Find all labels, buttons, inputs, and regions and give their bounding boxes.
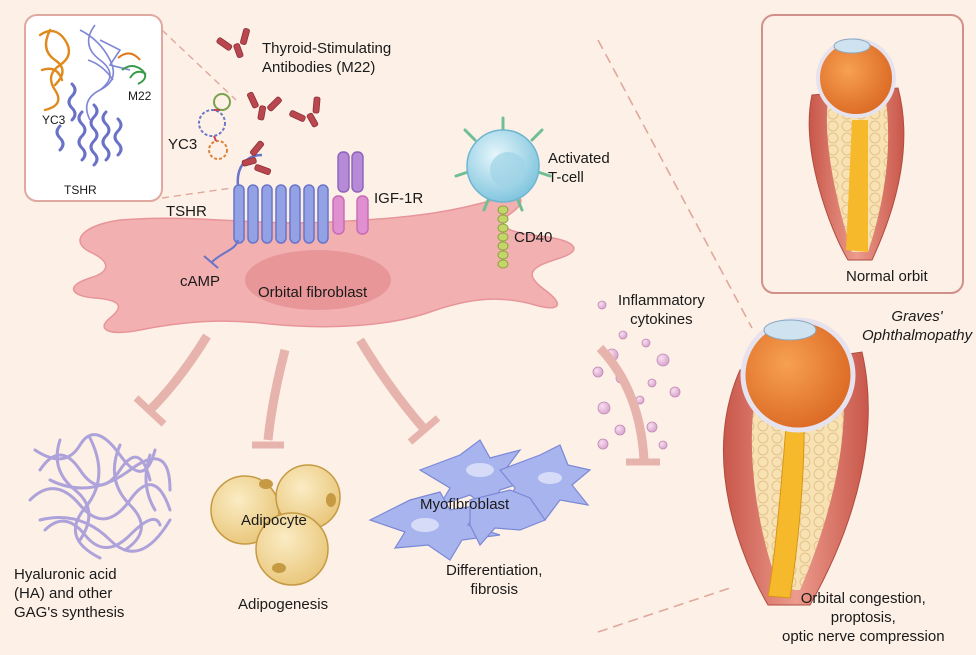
activated-tcell-label: Activated T-cell <box>548 150 610 186</box>
camp-inhibition-bar <box>203 255 219 269</box>
antibody-group <box>216 28 321 175</box>
camp-inhibition-line <box>211 239 239 263</box>
igf1r-label: IGF-1R <box>374 190 424 207</box>
protein-structure-inset <box>24 14 163 202</box>
cytokine-dot <box>614 424 626 436</box>
inset-dashed-line-bottom <box>161 187 233 199</box>
graves-orbit <box>722 317 869 606</box>
camp-label: cAMP <box>180 273 221 290</box>
cytokine-dot <box>669 386 681 398</box>
fibroblast-nucleus <box>245 250 391 310</box>
cytokine-dot <box>597 401 611 415</box>
inflammatory-cytokines-label: Inflammatory cytokines <box>618 292 705 328</box>
igf1r-receptor <box>332 151 369 235</box>
cytokine-dot <box>647 378 657 388</box>
myofibroblast-label: Myofibroblast <box>420 496 510 513</box>
antibodies-label: Thyroid-Stimulating Antibodies (M22) <box>262 40 392 76</box>
cytokine-dot <box>597 438 609 450</box>
activated-tcell <box>454 116 552 269</box>
yc3-label: YC3 <box>168 136 198 153</box>
inhibition-arrows <box>133 333 660 466</box>
adipocyte-label: Adipocyte <box>241 512 307 529</box>
graves-ophthalmopathy-label: Graves' Ophthalmopathy <box>862 308 973 344</box>
dashed-divider-bottom <box>597 587 731 633</box>
cd40-label: CD40 <box>514 229 553 246</box>
tshr-receptor <box>233 184 329 244</box>
cytokine-dot <box>641 338 651 348</box>
hyaluronic-acid-label: Hyaluronic acid (HA) and other GAG's syn… <box>14 566 125 621</box>
dashed-divider-top <box>597 39 753 329</box>
differentiation-label: Differentiation, fibrosis <box>446 562 543 598</box>
adipocyte-cluster <box>210 464 341 586</box>
normal-orbit-panel <box>761 14 964 294</box>
normal-orbit-label: Normal orbit <box>846 268 928 285</box>
yc3-aptamer <box>198 93 231 160</box>
inset-label-tshr: TSHR <box>64 183 97 197</box>
orbital-congestion-label: Orbital congestion, proptosis, optic ner… <box>782 590 945 645</box>
cytokine-dot <box>656 353 670 367</box>
orbital-fibroblast-label: Orbital fibroblast <box>258 284 368 301</box>
cytokine-dot <box>597 300 607 310</box>
cytokine-dot <box>618 330 628 340</box>
cytokine-dot <box>646 421 658 433</box>
cytokine-dot <box>658 440 668 450</box>
adipogenesis-label: Adipogenesis <box>238 596 329 613</box>
hyaluronic-acid-mesh <box>28 433 172 560</box>
inset-label-m22: M22 <box>128 89 152 103</box>
cytokine-dot <box>592 366 604 378</box>
inset-dashed-line-top <box>161 29 237 101</box>
tshr-label: TSHR <box>166 203 207 220</box>
inset-label-yc3: YC3 <box>42 113 66 127</box>
